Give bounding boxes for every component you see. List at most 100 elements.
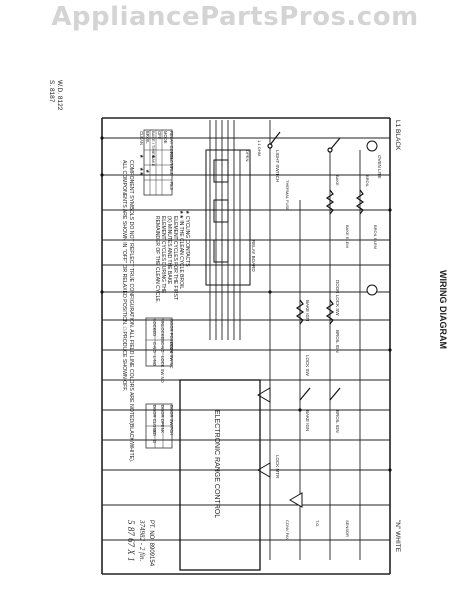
door-table-cell: O <box>152 440 157 444</box>
cycling-note-line: ★ CYCLING CONTACTS <box>184 210 190 267</box>
lock-switch-symbol <box>329 387 341 401</box>
relay-board <box>205 149 251 286</box>
lock-switch-symbol <box>299 387 311 401</box>
heating-elements <box>295 189 365 325</box>
switch-contact <box>327 147 333 153</box>
relay-table-cell: BAKE / TIME BAKE <box>151 131 156 167</box>
footnote-line: ALL COMPONENTS ARE SHOWN IN "OFF" OR REL… <box>121 160 127 391</box>
small-label: BROIL ELEM <box>373 225 378 249</box>
electronic-range-control-box <box>179 379 261 571</box>
lock-table-header: DOOR POSITION <box>169 319 174 353</box>
door-table-cell: DOOR CLOSED <box>152 405 157 436</box>
branch-circuits <box>102 137 390 541</box>
triangle-symbols <box>257 387 303 508</box>
rotated-labels: WIRING DIAGRAM W.D. 8122 S. 8187 L1 BLAC… <box>48 80 448 567</box>
handwritten-note: 5 87 67 X 1 <box>126 520 136 562</box>
lock-table-cell: C-NO <box>152 342 157 353</box>
doc-ref: W.D. 8122 <box>56 80 63 111</box>
small-label: T.O. <box>315 520 320 527</box>
small-label: BROIL <box>365 175 370 188</box>
diagram-frame <box>101 117 391 575</box>
lamp-symbol <box>366 284 378 296</box>
small-label: SENSOR <box>345 520 350 537</box>
lock-table-cell: LOCKED <box>152 319 157 336</box>
part-number: PT. NO. 8909154 <box>148 520 154 567</box>
lock-table-cell: UNLOCKED <box>160 319 165 342</box>
relay-table-header: RELAY CONTACTS <box>169 131 174 168</box>
junction-dot <box>100 290 104 294</box>
relay-table-header: RL2 <box>169 167 174 175</box>
switch-label: LIGHT SWITCH <box>275 150 280 182</box>
switch-contact <box>267 143 273 149</box>
relay-table-cell: ★ <box>144 169 150 174</box>
junction-dot <box>298 408 302 412</box>
relay-table-cell: MODE <box>163 131 168 144</box>
door-table-cell: DOOR OPEN <box>160 405 165 431</box>
switch-symbols <box>267 131 341 401</box>
lock-table-header: LOCK SW NO <box>160 356 165 383</box>
junction-dot <box>388 468 392 472</box>
igniter-symbol <box>295 299 305 325</box>
switch-label: BAKE IGN <box>305 300 310 321</box>
door-switch-symbol <box>329 137 341 151</box>
bake-element-symbol <box>325 189 335 215</box>
small-label: CONV FAN <box>285 520 290 541</box>
diode-symbol <box>257 462 271 478</box>
switch-label: BROIL IGN <box>335 410 340 433</box>
junction-dot <box>388 208 392 212</box>
relay-table-header: RL1 <box>169 152 174 160</box>
lock-table-header: LOCK SW NC <box>169 342 174 369</box>
relay-table-cell: BROIL <box>145 131 150 144</box>
broil-element-symbol <box>355 189 365 215</box>
door-table-cell: X <box>152 430 157 433</box>
switch-label: BROIL IGN <box>335 330 340 353</box>
relay-table-cell: ★ <box>138 154 144 159</box>
relay-table-cell: CLEAN <box>139 131 144 145</box>
lock-table-cell: C-NC <box>160 342 165 352</box>
handwritten-notes: 374982 - 2 fin. 5 87 67 X 1 <box>126 519 146 562</box>
doc-ref: S. 8187 <box>48 80 55 103</box>
lamps <box>366 140 378 296</box>
small-label: BAKE <box>335 175 340 186</box>
cycling-note-line: (X) MINUTES AND THE BAKE <box>166 216 172 285</box>
relay-board-box <box>205 149 251 286</box>
junction-dots <box>100 136 392 472</box>
relay-table-cell: ★ <box>150 154 156 159</box>
switch-label: RELAY BOARD <box>251 240 256 272</box>
igniter-symbol <box>325 299 335 325</box>
small-label: BAKE ELEM <box>345 225 350 248</box>
switch-label: LOCK MTR <box>275 455 280 479</box>
junction-dot <box>100 173 104 177</box>
switch-label: BAKE IGN <box>305 410 310 431</box>
door-table-cell: X <box>160 430 165 433</box>
relay-table-header: RL3 <box>169 182 174 190</box>
junction-dot <box>100 136 104 140</box>
relay-coil <box>213 199 229 223</box>
small-label: 1.1 OHM <box>257 140 262 156</box>
switch-label: LOCK SW <box>305 355 310 377</box>
terminal-l1-label: L1 BLACK <box>394 120 401 151</box>
handwritten-note: 374982 - 2 fin. <box>138 519 146 561</box>
relay-table-cell: OFF <box>157 131 162 140</box>
oven-light-symbol <box>366 140 378 152</box>
watermark: AppliancePartsPros.com <box>51 2 419 32</box>
terminal-neutral-label: "N" WHITE <box>394 520 401 553</box>
cycling-note-line: ELEMENT CYCLES DURING THE <box>160 216 166 294</box>
lock-table-cell: L-NO <box>152 356 157 367</box>
junction-dot <box>268 290 272 294</box>
junction-dot <box>388 348 392 352</box>
left-info-panel <box>143 129 173 449</box>
light-switch-symbol <box>269 131 281 146</box>
diagram-title: WIRING DIAGRAM <box>438 270 448 349</box>
relay-table-frame <box>143 129 173 196</box>
control-label: ELECTRONIC RANGE CONTROL <box>213 410 220 518</box>
relay-table-cell: ★★ <box>138 167 144 176</box>
cycling-note-line: ELEMENT CYCLES FOR THE FIRST <box>172 216 178 300</box>
cycling-note-line: ★★ IN THE CLEAN CYCLE BROIL <box>178 210 184 289</box>
switch-label: DOOR LOCK SW <box>335 280 340 316</box>
relay-coil <box>213 159 229 183</box>
door-table-header: DOOR SWITCH <box>169 405 174 435</box>
small-label: THERMAL FUSE <box>285 180 290 211</box>
diode-symbol <box>257 387 271 403</box>
